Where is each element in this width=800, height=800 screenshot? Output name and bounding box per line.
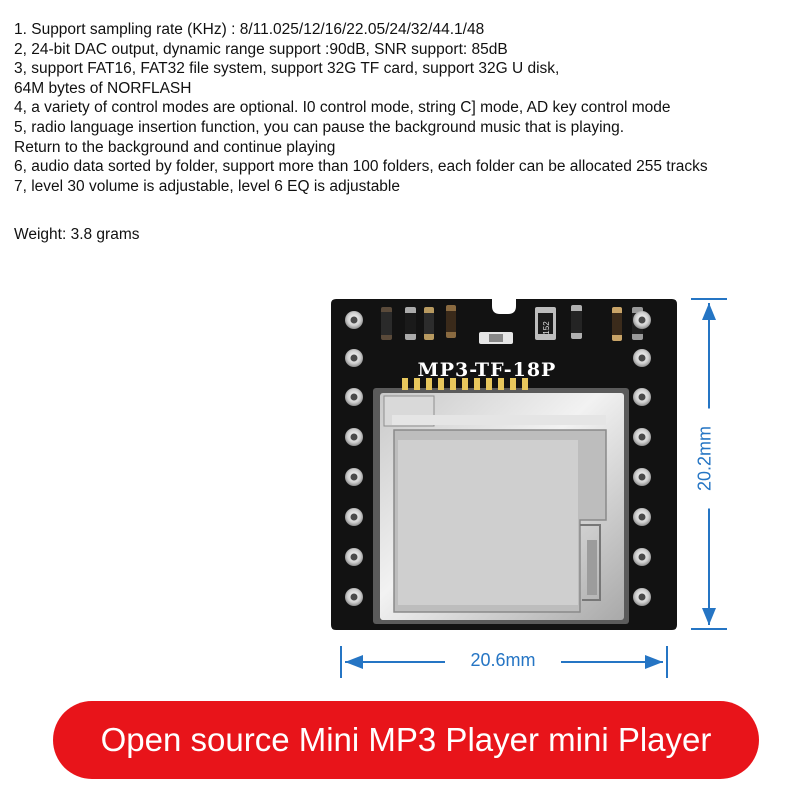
board-silkscreen: MP3-TF-18P [418,359,557,381]
spec-line: 5, radio language insertion function, yo… [14,118,625,136]
pin-hole [638,316,646,324]
pin-hole [350,354,358,362]
spec-line: 1. Support sampling rate (KHz) : 8/11.02… [14,21,485,38]
pin-hole [350,553,358,561]
height-dimension-label: 20.2mm [694,408,716,509]
spec-line: 3, support FAT16, FAT32 file system, sup… [14,60,560,78]
spec-line: 7, level 30 volume is adjustable, level … [14,177,400,195]
spec-line: Return to the background and continue pl… [14,138,336,156]
pin-hole [638,593,646,601]
pin-hole [350,316,358,324]
mp3-module-photo: 152 MP3-TF-18P [331,298,727,678]
pin-hole [350,513,358,521]
tf-card-slot [373,378,629,624]
pin-hole [350,593,358,601]
spec-line: 2, 24-bit DAC output, dynamic range supp… [14,40,508,58]
pin-hole [350,433,358,441]
pin-hole [638,513,646,521]
pin-hole [638,473,646,481]
chip-label: 152 [542,321,551,335]
pin-pads [345,311,651,606]
pin-hole [638,553,646,561]
spec-line: 6, audio data sorted by folder, support … [14,158,708,176]
pin-hole [638,354,646,362]
weight-text: Weight: 3.8 grams [14,226,140,243]
title-banner: Open source Mini MP3 Player mini Player [53,701,759,779]
pin-hole [638,393,646,401]
spec-line: 4, a variety of control modes are option… [14,99,671,117]
spec-line: 64M bytes of NORFLASH [14,79,192,97]
pin-hole [350,473,358,481]
pin-hole [350,393,358,401]
pin-hole [638,433,646,441]
smd-components [381,305,643,344]
width-dimension-label: 20.6mm [445,650,561,671]
spec-list: 1. Support sampling rate (KHz) : 8/11.02… [14,20,794,196]
banner-title: Open source Mini MP3 Player mini Player [100,721,712,758]
